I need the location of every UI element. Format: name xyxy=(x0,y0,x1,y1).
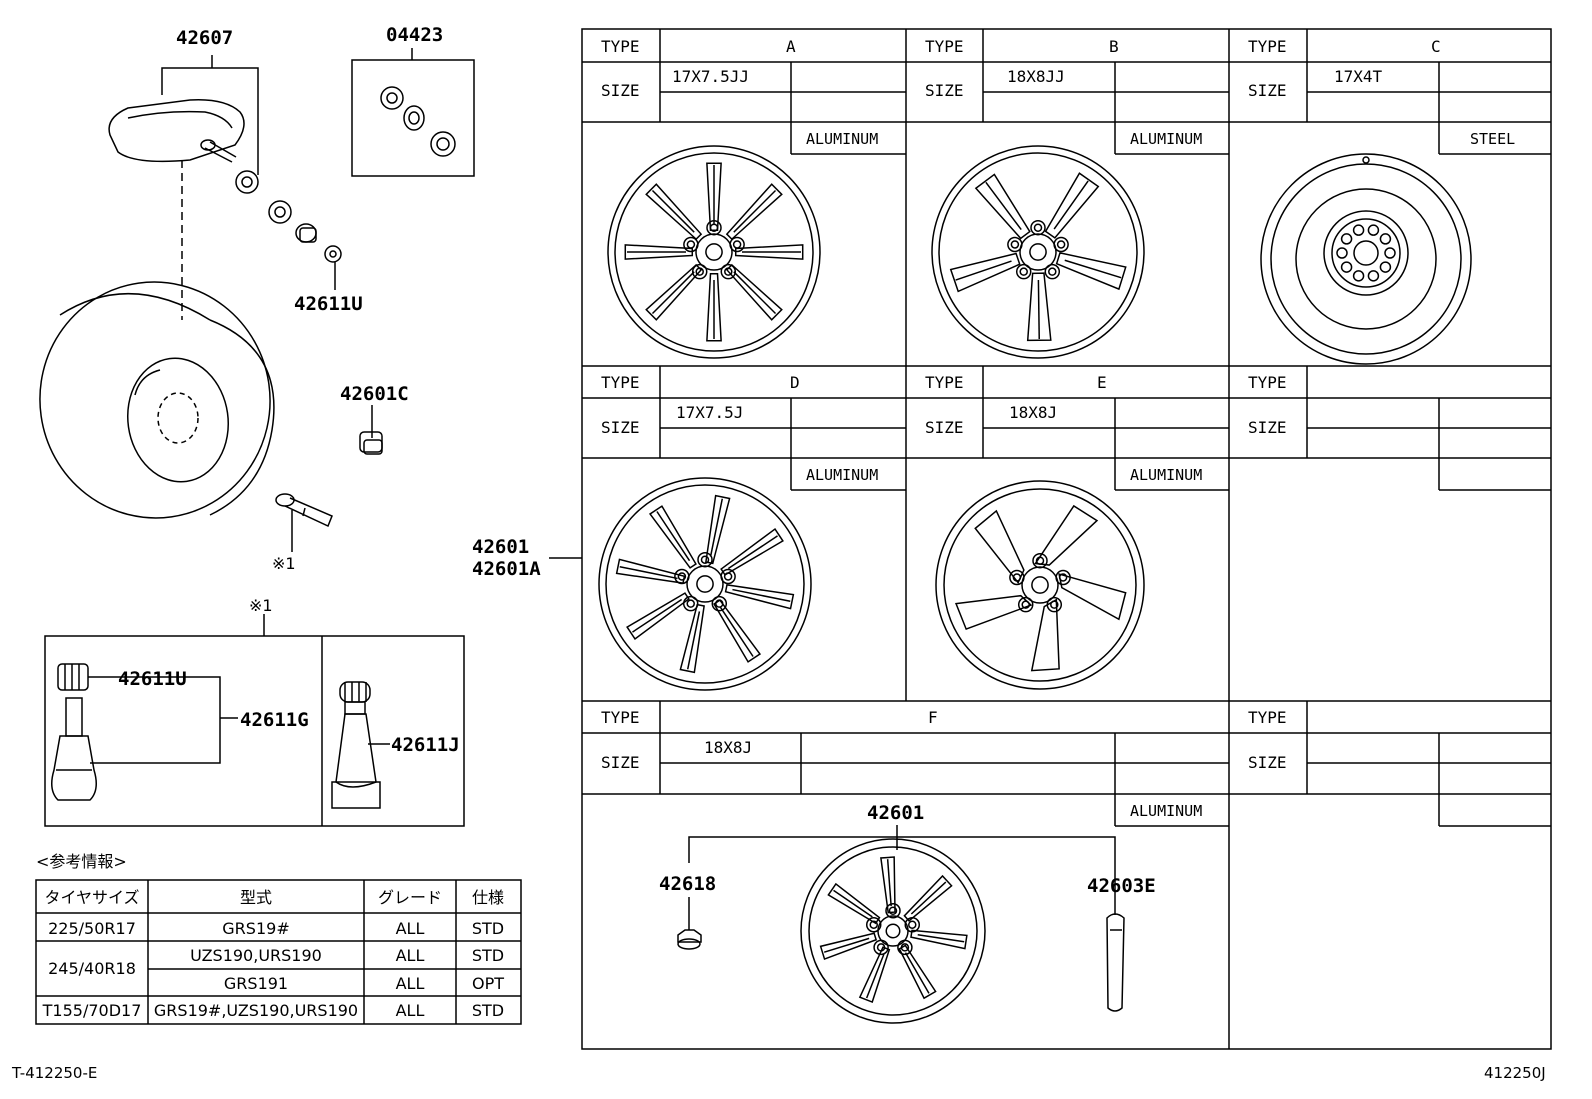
size-label-f: SIZE xyxy=(601,753,640,772)
wheel-table-grid xyxy=(581,28,1552,1050)
detail-note: ※1 xyxy=(249,596,273,615)
size-label-b: SIZE xyxy=(925,81,964,100)
ref-row1-model: GRS19# xyxy=(222,919,289,938)
ref-header-model: 型式 xyxy=(240,888,272,907)
size-label-empty-1: SIZE xyxy=(1248,418,1287,437)
type-c: C xyxy=(1431,37,1441,56)
material-e: ALUMINUM xyxy=(1130,466,1202,484)
diagram-text: 42607 04423 42611U 42601C ※1 ※1 42611U 4… xyxy=(11,24,1546,1082)
size-b: 18X8JJ xyxy=(1007,67,1065,86)
ref-row3-spec: OPT xyxy=(472,974,504,993)
part-wheel: 42601 xyxy=(472,536,529,558)
part-valve-alt: 42611J xyxy=(391,734,460,756)
type-a: A xyxy=(786,37,796,56)
sensor-leader xyxy=(161,67,259,175)
type-label-d: TYPE xyxy=(601,373,640,392)
ref-row2-model: UZS190,URS190 xyxy=(190,946,322,965)
ref-row2-grade: ALL xyxy=(396,946,425,965)
ref-header-spec: 仕様 xyxy=(472,888,504,907)
ref-row4-tire: T155/70D17 xyxy=(42,1001,142,1020)
type-label-f: TYPE xyxy=(601,708,640,727)
cap-pieces-icon xyxy=(235,170,342,263)
ref-header-grade: グレード xyxy=(378,888,442,907)
reference-title: <参考情報> xyxy=(36,852,127,871)
wheel-c-icon xyxy=(1260,153,1472,365)
part-sensor-kit: 04423 xyxy=(386,24,443,46)
wheel-f-icon xyxy=(800,838,986,1024)
wheel-nut-icon xyxy=(359,431,383,455)
diagram-linework xyxy=(35,28,1552,1050)
size-e: 18X8J xyxy=(1009,403,1057,422)
valve-cap-icon xyxy=(57,663,89,691)
type-b: B xyxy=(1109,37,1119,56)
wheel-a-icon xyxy=(607,145,821,359)
tpms-sensor-icon xyxy=(108,99,245,163)
type-label-c: TYPE xyxy=(1248,37,1287,56)
wheel-b-icon xyxy=(931,145,1145,359)
part-sensor: 42607 xyxy=(176,27,233,49)
size-d: 17X7.5J xyxy=(676,403,743,422)
material-a: ALUMINUM xyxy=(806,130,878,148)
material-f: ALUMINUM xyxy=(1130,802,1202,820)
ref-row3-grade: ALL xyxy=(396,974,425,993)
size-label-e: SIZE xyxy=(925,418,964,437)
footer-right: 412250J xyxy=(1484,1064,1546,1082)
wheel-e-icon xyxy=(935,480,1145,690)
sensor-kit-box xyxy=(351,59,475,177)
part-wheel-alt: 42601A xyxy=(472,558,541,580)
material-d: ALUMINUM xyxy=(806,466,878,484)
ref-row4-model: GRS19#,UZS190,URS190 xyxy=(154,1001,358,1020)
type-d: D xyxy=(790,373,800,392)
part-nut: 42601C xyxy=(340,383,409,405)
ref-row2-spec: STD xyxy=(472,946,504,965)
balance-weight-icon xyxy=(677,929,702,950)
size-label-d: SIZE xyxy=(601,418,640,437)
type-label-empty-1: TYPE xyxy=(1248,373,1287,392)
ref-row4-grade: ALL xyxy=(396,1001,425,1020)
tire-icon xyxy=(39,281,275,519)
size-f: 18X8J xyxy=(704,738,752,757)
type-f: F xyxy=(928,708,938,727)
ref-row1-grade: ALL xyxy=(396,919,425,938)
part-valve-assy: 42611G xyxy=(240,709,309,731)
tire-valve-icon xyxy=(275,493,333,528)
snap-in-valve-icon xyxy=(331,681,381,809)
type-label-a: TYPE xyxy=(601,37,640,56)
type-label-b: TYPE xyxy=(925,37,964,56)
part-weight: 42618 xyxy=(659,873,716,895)
material-b: ALUMINUM xyxy=(1130,130,1202,148)
size-label-a: SIZE xyxy=(601,81,640,100)
size-c: 17X4T xyxy=(1334,67,1383,86)
material-c: STEEL xyxy=(1470,130,1515,148)
part-cap-detail: 42611U xyxy=(118,668,187,690)
type-e: E xyxy=(1097,373,1107,392)
valve-detail-box xyxy=(44,635,465,827)
ref-row2-tire: 245/40R18 xyxy=(48,959,136,978)
valve-stem-icon xyxy=(51,697,97,801)
ref-row1-tire: 225/50R17 xyxy=(48,919,136,938)
size-label-empty-2: SIZE xyxy=(1248,753,1287,772)
reference-table-grid xyxy=(35,879,522,1025)
ref-row1-spec: STD xyxy=(472,919,504,938)
type-label-empty-2: TYPE xyxy=(1248,708,1287,727)
valve-note: ※1 xyxy=(272,554,296,573)
sensor-kit-icon xyxy=(380,86,456,157)
type-label-e: TYPE xyxy=(925,373,964,392)
ornament-icon xyxy=(1106,913,1125,1012)
part-cap-top: 42611U xyxy=(294,293,363,315)
size-a: 17X7.5JJ xyxy=(672,67,749,86)
ref-row3-model: GRS191 xyxy=(224,974,288,993)
footer-left: T-412250-E xyxy=(11,1064,97,1082)
size-label-c: SIZE xyxy=(1248,81,1287,100)
part-wheel-f: 42601 xyxy=(867,802,924,824)
ref-row4-spec: STD xyxy=(472,1001,504,1020)
ref-header-tire: タイヤサイズ xyxy=(44,888,139,907)
part-ornament: 42603E xyxy=(1087,875,1156,897)
wheel-d-icon xyxy=(598,477,812,691)
